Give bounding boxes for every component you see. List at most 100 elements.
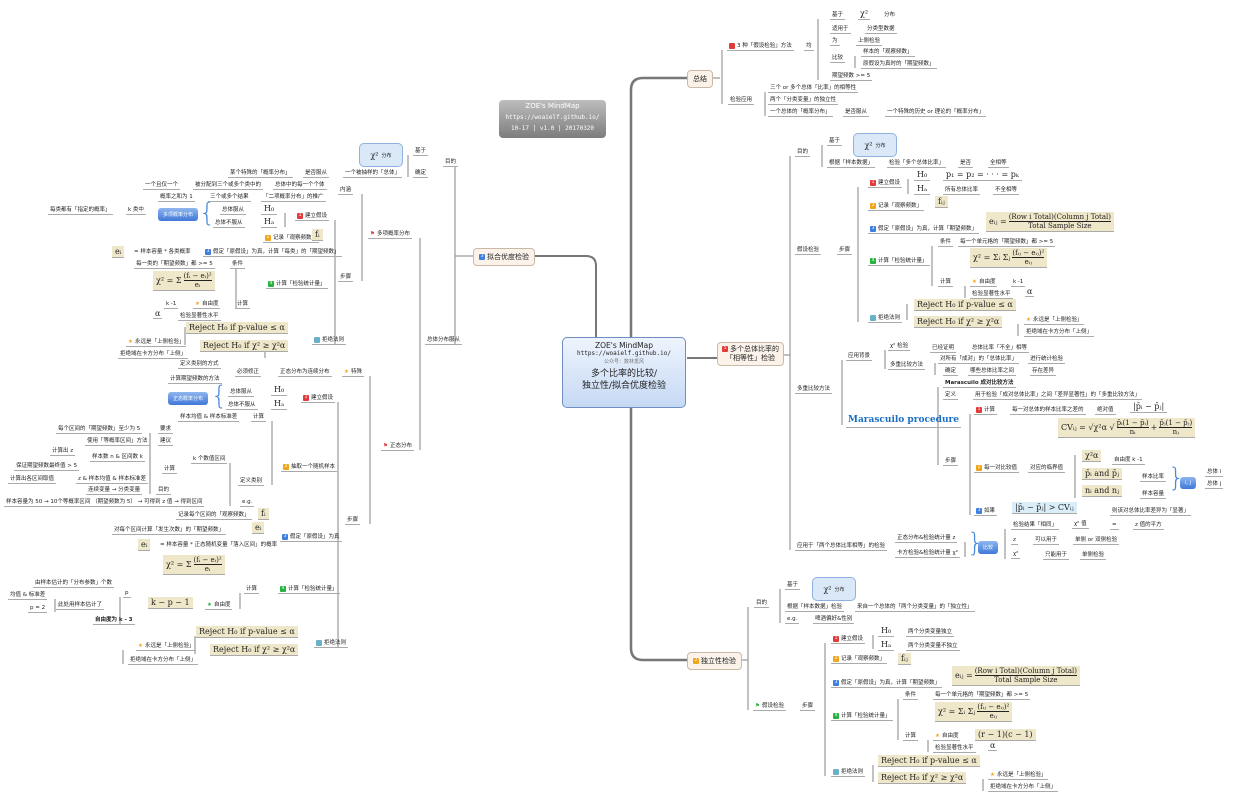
node: α	[1025, 287, 1035, 297]
node: 计算	[251, 414, 267, 422]
compare-node[interactable]: 比较	[978, 541, 999, 554]
ij-node[interactable]: i, j	[1180, 477, 1196, 489]
priority-4-icon: 4	[268, 280, 274, 287]
node: Marascuilo 成对比较方法	[943, 380, 1016, 388]
node-label: 记录「观察频数」	[841, 656, 886, 662]
chi-symbol: χ²	[864, 140, 873, 150]
brace: }	[198, 198, 215, 228]
node: ★永远是「上侧检验」	[126, 338, 187, 347]
node-label: 假定「原假设」为真，计算「期望频数」	[878, 226, 978, 232]
central-topic[interactable]: ZOE's MindMap https://woaielf.github.io/…	[562, 337, 686, 408]
multinomial-node[interactable]: 多项概率分布	[158, 208, 199, 221]
node-label: 假定「原假设」为真，计算「每类」的「期望频数」	[213, 249, 340, 255]
marascuilo-procedure-node[interactable]: Marascuilo procedure	[846, 414, 961, 428]
node: ★永远是「上侧检验」	[988, 771, 1049, 780]
node: 此处用样本估计了	[56, 602, 105, 610]
center-url: https://woaielf.github.io/	[577, 350, 671, 357]
formula-reject-chi: Reject H₀ if χ² ≥ χ²α	[200, 340, 289, 352]
node-label: 正态分布	[389, 443, 412, 449]
node: 样本容量	[1140, 491, 1167, 499]
node: 对应的临界值	[1028, 465, 1066, 473]
node: ⚑正态分布	[381, 442, 414, 451]
formula: H₀	[914, 169, 931, 181]
node-label: 计算「检验统计量」	[841, 713, 891, 719]
node: 则该对总体比率差异为「显著」	[1110, 508, 1192, 516]
node: 检验显著性水平	[970, 291, 1013, 299]
formula-reject-chi: Reject H₀ if χ² ≥ χ²α	[914, 316, 1003, 328]
node: k 个数值区间	[191, 456, 228, 464]
node: 总体中的每一个个体	[273, 182, 327, 190]
formula: p̄ᵢ and p̄ⱼ	[1082, 468, 1123, 480]
denominator: nᵢ	[1129, 428, 1136, 436]
node: 条件	[230, 261, 246, 269]
chi-symbol: χ²	[823, 584, 832, 594]
node: 由样本估计的「分布参数」个数	[33, 580, 115, 588]
node-label: 永远是「上侧检验」	[996, 772, 1047, 778]
node: 均值 & 标准差	[8, 592, 48, 600]
node: = 样本容量 * 正态随机变量「落入区间」的概率	[160, 542, 278, 548]
node: 单侧 or 双侧检验	[1073, 537, 1120, 545]
formula-reject-p: Reject H₀ if p-value ≤ α	[878, 755, 980, 767]
node: 哪些总体比率之间	[968, 368, 1017, 376]
numerator: (fᵢ − eᵢ)²	[183, 272, 212, 281]
formula: eᵢ	[138, 539, 151, 551]
node-label: 记录「观察频数」	[878, 203, 923, 209]
node: 计算	[235, 301, 251, 309]
node: 总体服从	[228, 389, 255, 397]
node: 拒绝域在卡方分布「上侧」	[128, 657, 199, 665]
numerator: (fᵢ − eᵢ)²	[193, 556, 222, 565]
node: 两个分类变量不独立	[906, 643, 960, 651]
node: 绝对值	[1095, 407, 1116, 415]
node: 计算	[903, 733, 919, 741]
node: 啤酒偏好&性别	[813, 616, 855, 624]
node: 目的	[156, 487, 172, 495]
formula: Hₐ	[878, 639, 895, 651]
node: 两个「分类变量」的独立性	[768, 97, 839, 105]
node: 样本均值 & 样本标准差	[178, 414, 240, 422]
normal-dist-node[interactable]: 正态概率分布	[168, 392, 209, 405]
node: 卡方检验&检验统计量 χ²	[895, 550, 960, 558]
flag-icon: ⚑	[755, 703, 760, 709]
topic-label: 「相等性」检验	[726, 354, 775, 362]
priority-3-icon: 3	[870, 225, 876, 232]
formula-part: χ² = Σ	[156, 276, 182, 285]
node: 3 种「假设检验」方法	[727, 42, 794, 51]
formula: p₁ = p₂ = · · · = pₖ	[943, 169, 1022, 181]
node: 根据「样本数据」检验	[785, 604, 845, 612]
flag-icon: ⚑	[383, 443, 388, 449]
formula: Hₐ	[914, 183, 931, 195]
priority-2-icon: 2	[693, 658, 699, 664]
node: 只能用于	[1043, 552, 1070, 560]
node: 进行统计检验	[1028, 356, 1066, 364]
node: 一个且仅一个	[143, 182, 181, 190]
denominator: eᵢ	[204, 565, 211, 573]
topic-summary[interactable]: 总结	[687, 70, 713, 88]
node: 样本比率	[1140, 474, 1167, 482]
node: 假设检验	[795, 247, 822, 255]
denominator: nⱼ	[1172, 428, 1179, 436]
node: 定义	[943, 392, 959, 400]
node-label: 特殊	[350, 369, 362, 375]
node: 三个 or 多个总体「比率」的相等性	[768, 85, 859, 93]
numerator: p̄ᵢ(1 − p̄ᵢ)	[1116, 419, 1149, 428]
priority-2-icon: 2	[833, 655, 839, 662]
node: 应用于「两个总体比率相等」的检验	[795, 543, 888, 551]
node: 分类型数据	[865, 26, 897, 34]
node: 定义类别的方式	[178, 361, 221, 369]
node: ⚑多项概率分布	[368, 230, 412, 239]
node: ★永远是「上侧检验」	[1024, 316, 1085, 325]
node-label: 抽取一个随机样本	[291, 464, 336, 470]
node: 检验结果「相同」	[1011, 522, 1060, 530]
